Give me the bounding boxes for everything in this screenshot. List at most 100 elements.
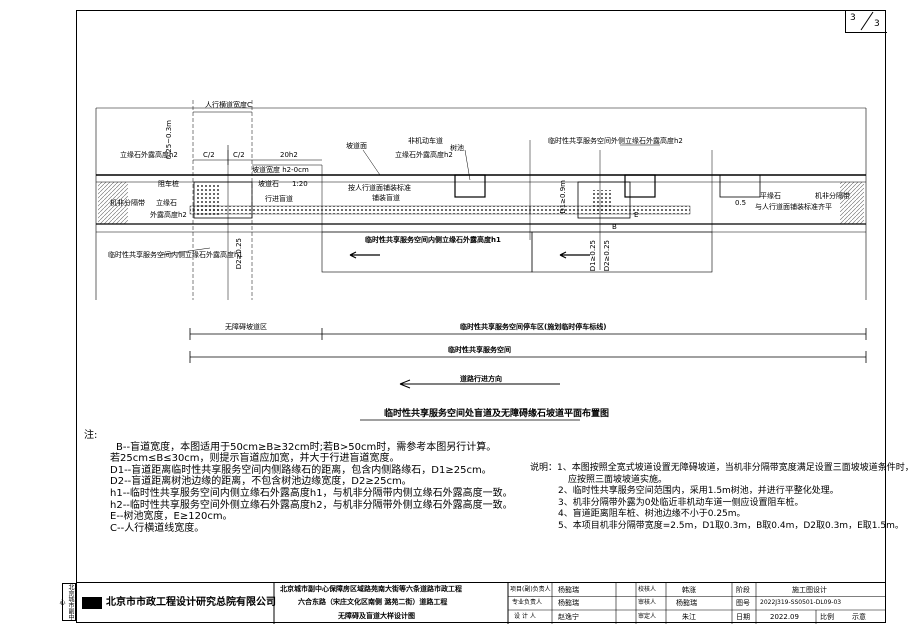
note-line: D1--盲道距离临时性共享服务空间内侧路缘石的距离，包含内侧路缘石，D1≥25c… (110, 464, 492, 476)
sheet-no: 3 (850, 13, 856, 23)
note-line: 说明：1、本图按照全宽式坡道设置无障碍坡道，当机非分隔带宽度满足设置三面坡坡道条… (530, 463, 914, 473)
title-block: 北京市市政工程设计研究总院有限公司 北京城市副中心保障房区域路苑南大街等六条道路… (76, 582, 886, 624)
scale-label: 比例 (820, 613, 834, 621)
role-r4: 校核人 (638, 586, 657, 593)
role-r5-value: 杨懿瑞 (676, 599, 697, 607)
notes-left-heading: 注: (84, 430, 98, 441)
note-line: D2--盲道距离树池边缘的距离，不包含树池边缘宽度，D2≥25cm。 (110, 476, 412, 488)
project-line-1: 北京城市副中心保障房区域路苑南大街等六条道路市政工程 (280, 585, 462, 593)
note-line: C--人行横道线宽度。 (110, 522, 205, 534)
label-v05: 0.5 (735, 199, 747, 207)
label-tree-pool: 树池 (450, 144, 464, 152)
hatch-right (840, 182, 864, 224)
sheet-divider (860, 11, 874, 31)
label-flat-note: 与人行道面铺装标准齐平 (755, 203, 832, 211)
label-c-half-2: C/2 (233, 151, 245, 159)
zone-service: 临时性共享服务空间 (448, 346, 511, 354)
label-slope-ratio: 1:20 (292, 180, 308, 188)
stage-value: 施工图设计 (792, 586, 827, 594)
note-line: 若25cm≤B≤30cm，则提示盲道应加宽，并大于行进盲道宽度。 (110, 453, 400, 465)
notes-right-heading: 说明： (530, 463, 558, 473)
role-r4-value: 韩涨 (682, 586, 696, 594)
company-name: 北京市市政工程设计研究总院有限公司 (106, 597, 276, 608)
label-twenty-h2: 20h2 (280, 151, 298, 159)
label-curb-mid: 坡道石 (258, 180, 279, 188)
lane-arrow-2 (559, 251, 590, 259)
label-stop-bar: 阻车桩 (158, 180, 179, 188)
role-r3-value: 赵逸宁 (558, 613, 579, 621)
label-curb-h2-b: 立缘石外露高度h2 (395, 151, 453, 159)
label-flat-curb: 平缘石 (760, 192, 781, 200)
lane-arrow-1 (349, 251, 380, 259)
scale-value: 示意 (852, 613, 866, 621)
sheet-total: 3 (874, 19, 880, 29)
sheet-number-box (845, 10, 887, 33)
label-tactile: 行进盲道 (265, 195, 293, 203)
role-r1-value: 杨懿瑞 (558, 586, 579, 594)
note-line: 4、盲道距离阻车桩、树池边缘不小于0.25m。 (558, 509, 746, 519)
project-line-3: 无障碍及盲道大样设计图 (338, 612, 415, 620)
label-d1-right: D1≥0.25 (589, 240, 597, 272)
hatch-left (98, 182, 128, 224)
role-r2: 专业负责人 (512, 599, 543, 606)
role-r6-value: 朱江 (682, 613, 696, 621)
label-inner-h1-left: 临时性共享服务空间内侧立缘石外露高度h1 (108, 251, 243, 259)
drawing-no-label: 图号 (736, 599, 750, 607)
zone-parking: 临时性共享服务空间停车区(施划临时停车标线) (460, 323, 607, 331)
direction-arrow (399, 379, 560, 389)
label-inner-h1-mid: 临时性共享服务空间内侧立缘石外露高度h1 (365, 236, 501, 244)
label-curb-stone: 立缘石 (156, 199, 177, 207)
note-line: 5、本项目机非分隔带宽度=2.5m，D1取0.3m，B取0.4m，D2取0.3m… (558, 520, 904, 531)
role-r2-value: 杨懿瑞 (558, 599, 579, 607)
notes-right: 说明：1、本图按照全宽式坡道设置无障碍坡道，当机非分隔带宽度满足设置三面坡坡道条… (530, 463, 914, 532)
role-r6: 审定人 (638, 613, 657, 620)
stage-label: 阶段 (736, 586, 750, 594)
title-block-grid (82, 583, 886, 624)
note-line: h1--临时性共享服务空间内侧立缘石外露高度h1，与机非分隔带内侧立缘石外露高度… (110, 487, 513, 499)
plan-drawing (95, 100, 867, 421)
label-reuse-2: 铺装盲道 (372, 194, 400, 202)
label-walkway-width: 人行横道宽度C (205, 101, 252, 109)
note-line: E--树池宽度，E≥120cm。 (110, 511, 233, 523)
date-value: 2022.09 (770, 613, 799, 621)
drawing-frame (76, 10, 886, 623)
date-label: 日期 (736, 613, 750, 621)
note-line: 2、临时性共享服务空间范围内，采用1.5m树池，并进行平整化处理。 (558, 486, 839, 496)
label-reuse-1: 按人行道面铺装标准 (348, 184, 411, 192)
note-line: h2--临时性共享服务空间外侧立缘石外露高度h2，与机非分隔带外侧立缘石外露高度… (110, 499, 513, 511)
parking-box-2 (531, 231, 713, 273)
label-sep-curb-left: 机非分隔带 (110, 199, 145, 207)
side-stamp: 北京城市副中心 (58, 583, 76, 621)
note-line: 应按照三面坡坡道实施。 (568, 474, 668, 485)
ramp-right (577, 181, 631, 219)
label-slope-width: 坡道宽度 h2-0cm (252, 166, 309, 174)
role-r1: 项目(副)负责人 (510, 586, 551, 593)
zone-barrier-free: 无障碍坡道区 (225, 323, 267, 331)
notes-left: 注: B--盲道宽度，本图适用于50cm≥B≥32cm时;若B>50cm时，需参… (84, 430, 513, 534)
label-c-half-1: C/2 (203, 151, 215, 159)
plan-title: 临时性共享服务空间处盲道及无障碍缘石坡道平面布置图 (384, 409, 610, 419)
label-nonmotor: 非机动车道 (408, 137, 443, 145)
drawing-no: 2022J319-SS0501-DL09-03 (760, 599, 842, 606)
tree-pool-2 (624, 174, 656, 198)
label-curb-h2-a: 立缘石外露高度h2 (120, 151, 178, 159)
label-d2-b: D2≥0.25 (603, 240, 611, 272)
tactile-strip-left (189, 205, 531, 215)
ramp-left-dots (196, 184, 220, 216)
label-d1-9: D1≥0.9m (559, 180, 567, 214)
label-sep-curb-right: 机非分隔带 (815, 192, 850, 200)
ramp-right-dots (592, 190, 612, 214)
role-r3: 设 计 人 (514, 613, 536, 620)
note-line: 3、机非分隔带外露为0处临近非机动车道一侧应设置阻车桩。 (558, 497, 804, 508)
tree-pool-3 (719, 174, 761, 198)
tree-pool-1 (454, 174, 486, 198)
label-curb-exposed: 外露高度h2 (150, 211, 187, 219)
label-b: B (612, 223, 617, 231)
zone-direction: 道路行进方向 (460, 375, 502, 383)
label-temp-curb-h2: 临时性共享服务空间外侧立缘石外露高度h2 (548, 137, 683, 145)
label-e: E (634, 211, 639, 219)
project-line-2: 六合东路（宋庄文化区南侧 潞苑二街）道路工程 (298, 598, 448, 606)
role-r5: 审核人 (638, 599, 657, 606)
note-line: B--盲道宽度，本图适用于50cm≥B≥32cm时;若B>50cm时，需参考本图… (116, 441, 497, 453)
label-ramp: 坡道面 (346, 142, 367, 150)
